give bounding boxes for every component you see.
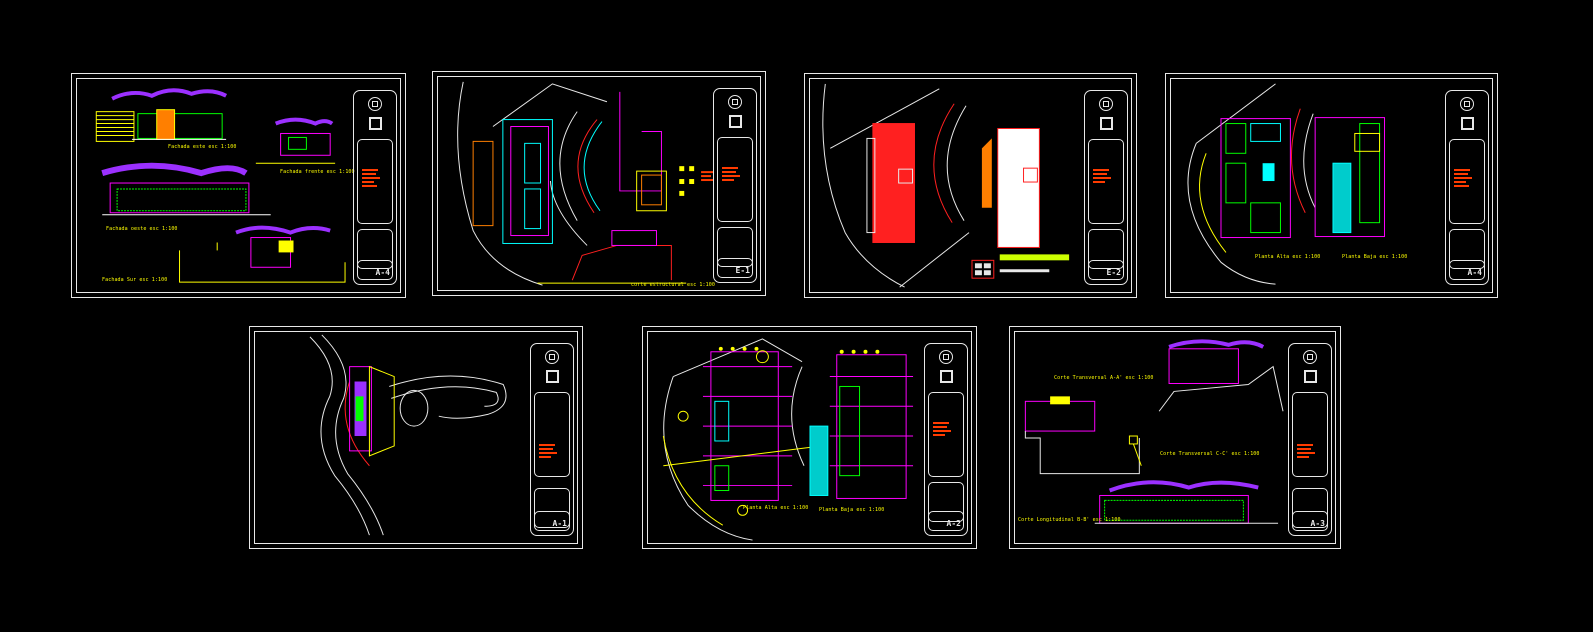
sheet-facades[interactable]: Fachada este esc 1:100 Fachada frente es… bbox=[71, 73, 406, 298]
sheet-border bbox=[1170, 78, 1493, 293]
facade-drawings bbox=[95, 88, 346, 283]
north-arrow-icon bbox=[939, 350, 953, 364]
north-arrow-icon bbox=[728, 95, 742, 109]
sheet-structure[interactable]: corte estructural esc 1:100 E-1 bbox=[432, 71, 766, 296]
title-block-legend bbox=[1088, 229, 1124, 269]
sheet-mark-icon bbox=[546, 370, 559, 383]
sheet-border bbox=[809, 78, 1132, 293]
sheet-site[interactable]: A-1 bbox=[249, 326, 583, 549]
sheet-plans-landscape[interactable]: Planta Alta esc 1:100 Planta Baja esc 1:… bbox=[642, 326, 977, 549]
sheet-mark-icon bbox=[729, 115, 742, 128]
label-section-aa: Corte Transversal A-A' esc 1:100 bbox=[1054, 375, 1154, 381]
label-facade-south: Fachada Sur esc 1:100 bbox=[102, 277, 168, 283]
sheet-mark-icon bbox=[940, 370, 953, 383]
north-arrow-icon bbox=[368, 97, 382, 111]
north-arrow-icon bbox=[1099, 97, 1113, 111]
sheet-mark-icon bbox=[1461, 117, 1474, 130]
title-block-info bbox=[928, 392, 964, 477]
title-block: A-3 bbox=[1288, 343, 1332, 536]
sheet-border bbox=[76, 78, 401, 293]
title-block-notes bbox=[933, 422, 951, 438]
label-section-bb: Corte Longitudinal B-B' esc 1:100 bbox=[1018, 517, 1121, 523]
sheet-mark-icon bbox=[1100, 117, 1113, 130]
title-block-info bbox=[1449, 139, 1485, 224]
label-structure-section: corte estructural esc 1:100 bbox=[631, 282, 715, 288]
title-block-stamp bbox=[717, 258, 753, 278]
label-plan-upper: Planta Alta esc 1:100 bbox=[743, 505, 809, 511]
landscape-plan-drawings bbox=[662, 338, 914, 541]
sheet-mark-icon bbox=[1304, 370, 1317, 383]
colored-plan-drawings bbox=[1187, 83, 1386, 285]
site-drawings bbox=[309, 334, 507, 536]
title-block-legend bbox=[1449, 229, 1485, 269]
structure-drawings bbox=[457, 81, 713, 286]
title-block-legend bbox=[1292, 488, 1328, 528]
title-block-notes bbox=[539, 444, 557, 460]
north-arrow-icon bbox=[1460, 97, 1474, 111]
title-block-info bbox=[534, 392, 570, 477]
sheet-code: E-1 bbox=[735, 266, 750, 275]
label-plan-ground: Planta Baja esc 1:100 bbox=[1342, 254, 1408, 260]
title-block-info bbox=[1292, 392, 1328, 477]
sheet-border bbox=[437, 76, 761, 291]
sheet-border bbox=[254, 331, 578, 544]
title-block: A-4 bbox=[1445, 90, 1489, 285]
title-block-stamp bbox=[1449, 260, 1485, 280]
title-block: E-1 bbox=[713, 88, 757, 283]
sheet-border bbox=[647, 331, 972, 544]
title-block-stamp bbox=[357, 260, 393, 280]
sheet-border bbox=[1014, 331, 1336, 544]
title-block-legend bbox=[534, 488, 570, 528]
sheet-code: A-2 bbox=[946, 519, 961, 528]
label-plan-upper: Planta Alta esc 1:100 bbox=[1255, 254, 1321, 260]
label-plan-ground: Planta Baja esc 1:100 bbox=[819, 507, 885, 513]
sheet-sections[interactable]: Corte Transversal A-A' esc 1:100 Corte T… bbox=[1009, 326, 1341, 549]
title-block-info bbox=[357, 139, 393, 224]
title-block: A-2 bbox=[924, 343, 968, 536]
title-block-stamp bbox=[1088, 260, 1124, 280]
title-block-notes bbox=[1454, 169, 1472, 189]
label-facade-east: Fachada este esc 1:100 bbox=[168, 144, 237, 150]
sheet-plans-colored[interactable]: Planta Alta esc 1:100 Planta Baja esc 1:… bbox=[1165, 73, 1498, 298]
section-drawings bbox=[1024, 339, 1284, 524]
label-facade-front: Fachada frente esc 1:100 bbox=[280, 169, 355, 175]
title-block-notes bbox=[1093, 169, 1111, 185]
title-block-info bbox=[1088, 139, 1124, 224]
title-block-info bbox=[717, 137, 753, 222]
north-arrow-icon bbox=[545, 350, 559, 364]
title-block-notes bbox=[1297, 444, 1315, 460]
title-block-legend bbox=[357, 229, 393, 269]
north-arrow-icon bbox=[1303, 350, 1317, 364]
sheet-code: A-3 bbox=[1310, 519, 1325, 528]
sheet-code: A-4 bbox=[1467, 268, 1482, 277]
sheet-code: E-2 bbox=[1106, 268, 1121, 277]
label-section-cc: Corte Transversal C-C' esc 1:100 bbox=[1160, 451, 1260, 457]
title-block-notes bbox=[722, 167, 740, 183]
title-block: E-2 bbox=[1084, 90, 1128, 285]
sheet-code: A-1 bbox=[552, 519, 567, 528]
title-block-legend bbox=[717, 227, 753, 267]
title-block: A-1 bbox=[530, 343, 574, 536]
title-block-stamp bbox=[1292, 511, 1328, 531]
title-block-stamp bbox=[928, 511, 964, 531]
title-block-legend bbox=[928, 482, 964, 522]
sheet-mark-icon bbox=[369, 117, 382, 130]
title-block-stamp bbox=[534, 511, 570, 531]
sheet-red-plans[interactable]: E-2 bbox=[804, 73, 1137, 298]
title-block-notes bbox=[362, 169, 380, 189]
red-plan-drawings bbox=[822, 83, 1070, 288]
title-block: A-4 bbox=[353, 90, 397, 285]
sheet-code: A-4 bbox=[375, 268, 390, 277]
label-facade-west: Fachada oeste esc 1:100 bbox=[106, 226, 178, 232]
